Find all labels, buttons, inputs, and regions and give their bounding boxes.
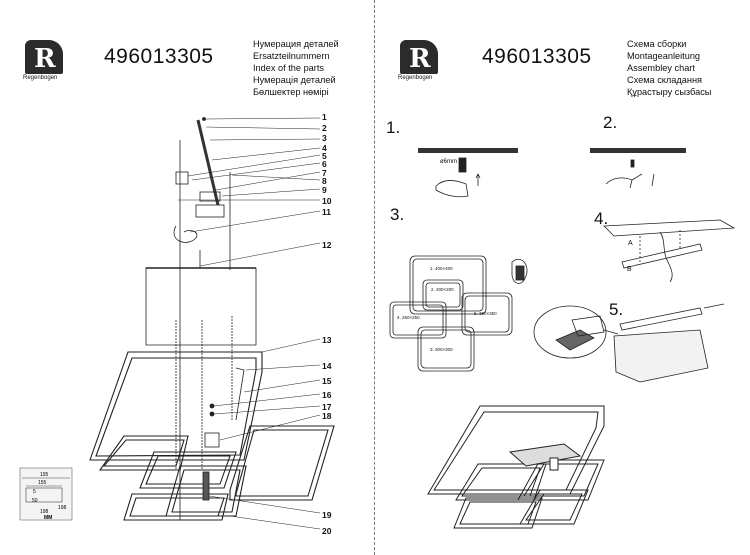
brand-name: Regenbogen	[23, 75, 58, 81]
logo-mark-icon-right	[400, 40, 438, 74]
title-en-right: Assembley chart	[627, 63, 695, 73]
brand-logo: Regenbogen	[23, 40, 63, 81]
mounting-bar	[196, 119, 220, 206]
dim-155: 155	[38, 480, 47, 486]
ceiling-plate-4	[603, 219, 736, 237]
step-1: 1.	[386, 118, 401, 137]
logo-mark-icon	[25, 40, 63, 74]
bracket-5	[619, 307, 703, 331]
callout-17: 17	[322, 402, 332, 412]
callout-20: 20	[322, 526, 332, 536]
dim-5: 5	[33, 489, 36, 495]
bracket-label-a: A	[628, 240, 633, 247]
brand-logo-right: Regenbogen	[398, 40, 438, 81]
frame-right	[229, 425, 335, 501]
callout-5: 5	[322, 151, 327, 161]
drill-bit-icon	[458, 157, 467, 173]
callout-7: 7	[322, 168, 327, 178]
page-titles: Нумерация деталей Ersatzteilnummern Inde…	[253, 38, 339, 98]
frame-set	[89, 351, 335, 521]
fold-line	[374, 0, 375, 555]
hand-anchor-icon	[605, 173, 643, 189]
frame-label-4: 4. 250×250	[397, 315, 420, 320]
dim-unit: MM	[44, 515, 52, 521]
connector-detail-icon	[511, 259, 528, 284]
ceiling-hatch-1	[418, 148, 518, 153]
center-connector	[204, 432, 220, 448]
part-number-right: 496013305	[482, 45, 592, 68]
canopy-5	[613, 329, 709, 383]
callout-3: 3	[322, 133, 327, 143]
frame-large	[89, 351, 263, 461]
drill-size-label: ø6mm	[440, 159, 457, 165]
step-3: 3.	[390, 205, 405, 224]
driver-unit	[195, 204, 225, 218]
title-de-right: Montageanleitung	[627, 51, 701, 61]
callout-4: 4	[322, 143, 327, 153]
callout-13: 13	[322, 335, 332, 345]
wire-bundle	[173, 225, 198, 243]
callout-19: 19	[322, 510, 332, 520]
center-rod	[202, 471, 210, 501]
step-5: 5.	[609, 300, 624, 319]
callout-1: 1	[322, 112, 327, 122]
title-kk-right: Құрастыру сызбасы	[627, 87, 712, 97]
hand-drill-icon	[435, 180, 469, 198]
driver-box	[199, 191, 221, 202]
callout-15: 15	[322, 376, 332, 386]
callout-2: 2	[322, 123, 327, 133]
title-uk-right: Схема складання	[627, 75, 702, 85]
bracket-label-b: B	[627, 266, 632, 273]
terminal-block	[175, 171, 189, 185]
step-2: 2.	[603, 113, 618, 132]
wiring-detail-circle	[533, 305, 607, 359]
title-kk: Бөлшектер нөмірі	[253, 87, 329, 97]
mounting-bracket	[621, 243, 703, 269]
brand-name-right: Regenbogen	[398, 75, 433, 81]
frame-label-2: 2. 200×200	[431, 287, 454, 292]
dim-195: 195	[40, 472, 49, 478]
step-4: 4.	[594, 209, 609, 228]
dim-198-bottom: 198	[40, 509, 49, 515]
title-ru-right: Схема сборки	[627, 39, 687, 49]
frame-label-3: 3. 300×300	[430, 347, 453, 352]
dimension-panel: 195 155 5 50 198 198 MM	[19, 467, 73, 521]
dim-50: 50	[32, 498, 38, 504]
callout-12: 12	[322, 240, 332, 250]
callout-18: 18	[322, 411, 332, 421]
dim-198-right: 198	[58, 505, 67, 511]
part-number: 496013305	[104, 45, 214, 68]
callout-11: 11	[322, 207, 331, 217]
title-ru: Нумерация деталей	[253, 39, 339, 49]
callout-6: 6	[322, 159, 327, 169]
title-uk: Нумерація деталей	[253, 75, 336, 85]
frame-small-left	[98, 435, 189, 471]
title-de: Ersatzteilnummern	[253, 51, 330, 61]
power-wire	[659, 231, 673, 283]
frame-bottom	[123, 493, 229, 521]
ceiling-hatch-2	[590, 148, 686, 153]
callout-9: 9	[322, 185, 327, 195]
page-titles-right: Схема сборки Montageanleitung Assembley …	[627, 38, 711, 98]
callout-14: 14	[322, 361, 332, 371]
frame-label-5: 5. 350×350	[474, 311, 497, 316]
canopy-plate	[145, 267, 257, 346]
frame-mid	[139, 451, 237, 489]
frame-label-1: 1. 400×400	[430, 266, 453, 271]
callout-16: 16	[322, 390, 332, 400]
callout-8: 8	[322, 176, 327, 186]
frame-layout	[389, 255, 513, 372]
title-en: Index of the parts	[253, 63, 324, 73]
assembled-fixture	[427, 405, 605, 529]
callout-10: 10	[322, 196, 332, 206]
